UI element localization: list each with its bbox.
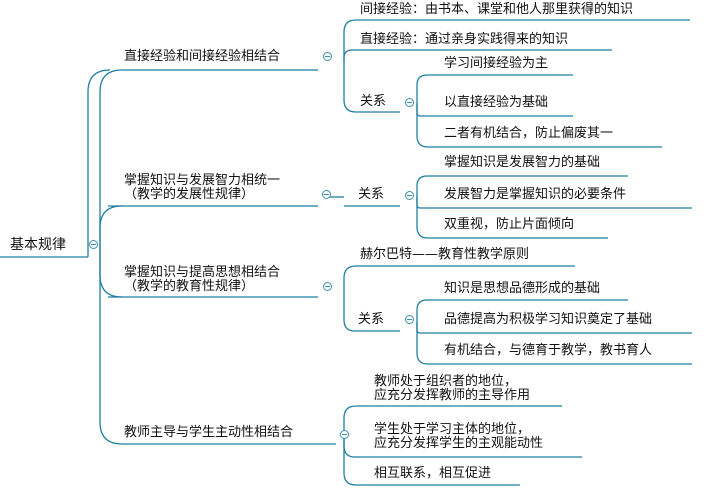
branch-3-relation-item-2: 品德提高为积极学习知识奠定了基础	[444, 312, 653, 327]
branch-4-child-3: 相互联系，相互促进	[374, 466, 492, 481]
b1-link-rel	[343, 61, 357, 113]
b1-link-c2	[343, 49, 353, 61]
branch-3-relation-item-1: 知识是思想品德形成的基础	[444, 281, 601, 296]
root-trunk	[87, 69, 111, 257]
branch-2-relation-item-3: 双重视，防止片面倾向	[444, 217, 575, 232]
branch-4-child-2-line-1: 学生处于学习主体的地位，	[374, 422, 531, 437]
branch-1-relation-item-3: 二者有机结合，防止偏废其一	[444, 126, 614, 141]
branch-4-child-1-line-2: 应充分发挥教师的主导作用	[374, 388, 531, 403]
root-link-2	[99, 205, 123, 257]
root-node: 基本规律	[10, 237, 66, 253]
b2-rel-link-1	[416, 175, 428, 197]
b1-rel-link-1	[416, 74, 428, 103]
branch-3-label-line-2: （教学的教育性规律）	[124, 279, 255, 294]
b3-link-c1	[343, 265, 357, 288]
b1-link-c1	[343, 19, 357, 61]
branch-3-relation-label: 关系	[358, 312, 385, 327]
b2-rel-link-3	[416, 197, 429, 239]
b1-rel-link-3	[416, 103, 429, 148]
collapse-icon[interactable]	[323, 52, 332, 61]
collapse-icon[interactable]	[405, 315, 414, 324]
collapse-icon[interactable]	[323, 282, 332, 291]
branch-1-relation-item-2: 以直接经验为基础	[444, 95, 549, 110]
collapse-icon[interactable]	[322, 190, 331, 199]
root-link-1	[99, 69, 123, 257]
branch-3-relation-item-3: 有机结合，与德育于教学，教书育人	[444, 343, 653, 358]
branch-3-label-line-1: 掌握知识与提高思想相结合	[124, 265, 281, 280]
branch-1-child-1: 间接经验：由书本、课堂和他人那里获得的知识	[360, 2, 634, 17]
branch-3-child-1: 赫尔巴特——教育性教学原则	[360, 247, 530, 262]
b4-link-c3	[343, 435, 357, 486]
branch-4-child-1-line-1: 教师处于组织者的地位，	[374, 374, 518, 389]
collapse-icon[interactable]	[405, 191, 414, 200]
branch-2-relation-item-1: 掌握知识是发展智力的基础	[444, 155, 601, 170]
collapse-icon[interactable]	[405, 98, 414, 107]
branch-2-relation-label: 关系	[358, 187, 385, 202]
collapse-icon[interactable]	[89, 240, 98, 249]
branch-1-child-2: 直接经验：通过亲身实践得来的知识	[360, 32, 569, 47]
b3-rel-link-3	[416, 322, 429, 365]
collapse-icon[interactable]	[340, 430, 349, 439]
branch-4-label: 教师主导与学生主动性相结合	[124, 425, 294, 440]
branch-1-relation-item-1: 学习间接经验为主	[444, 56, 549, 71]
branch-2-label-line-1: 掌握知识与发展智力相统一	[124, 173, 281, 188]
branch-1-relation-label: 关系	[360, 94, 387, 109]
branch-2-relation-item-2: 发展智力是掌握知识的必要条件	[444, 187, 627, 202]
b4-link-c1	[343, 405, 357, 435]
b3-link-rel	[343, 288, 356, 332]
root-link-3	[99, 257, 123, 298]
b3-rel-link-1	[416, 299, 428, 322]
branch-2-label-line-2: （教学的发展性规律）	[124, 187, 255, 202]
branch-4-child-2-line-2: 应充分发挥学生的主观能动性	[374, 436, 544, 451]
branch-1-label: 直接经验和间接经验相结合	[124, 49, 281, 64]
root-link-4	[99, 257, 123, 445]
